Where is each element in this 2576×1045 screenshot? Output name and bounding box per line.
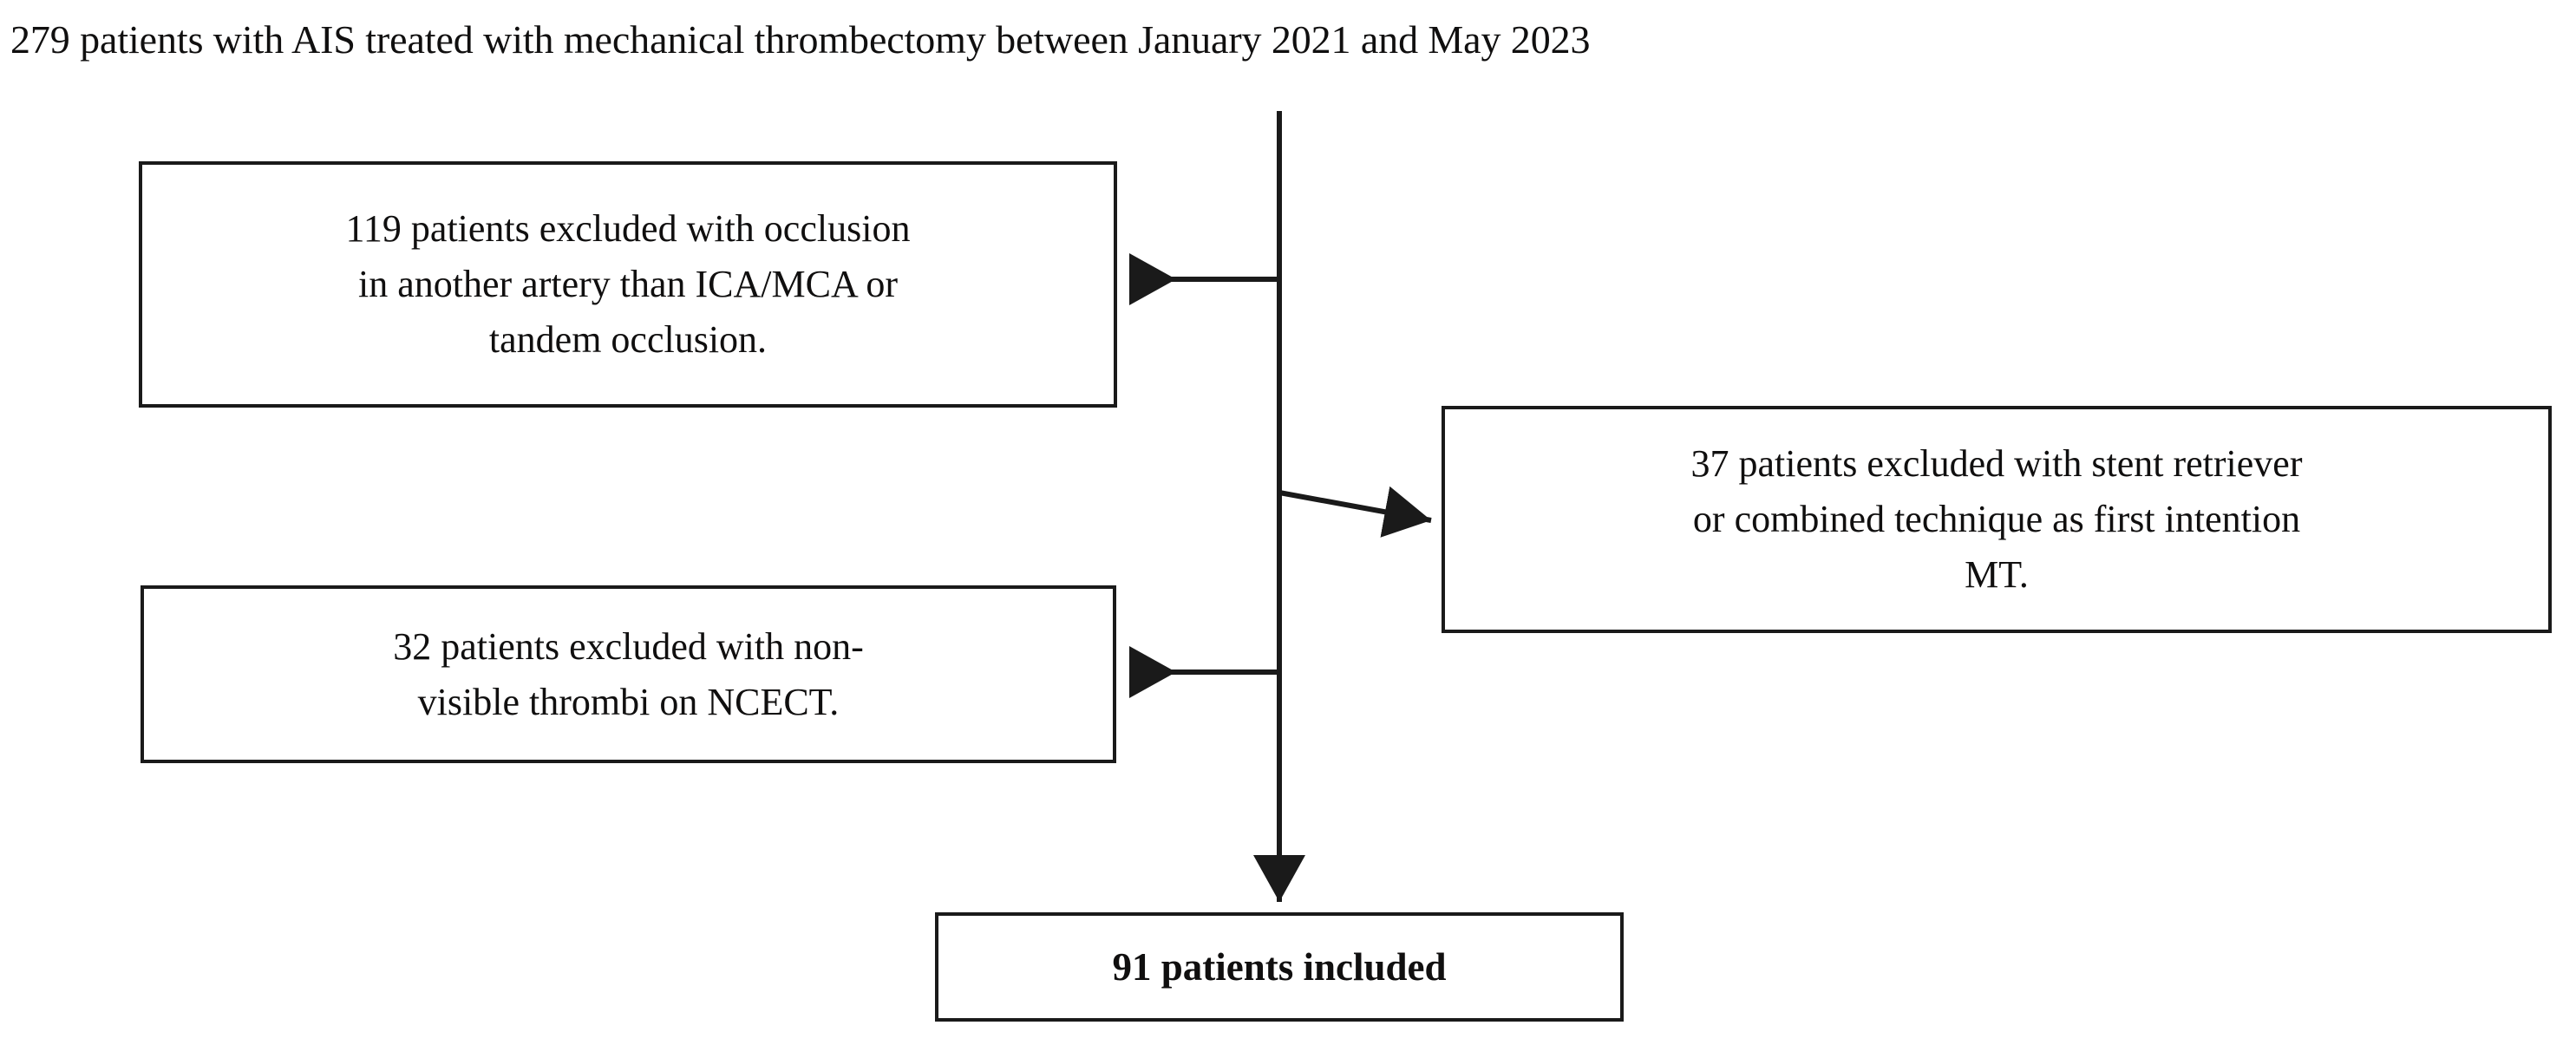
box-excluded-occlusion-line1: 119 patients excluded with occlusion <box>345 207 911 250</box>
box-excluded-ncect-line2: visible thrombi on NCECT. <box>417 680 840 723</box>
box-included: 91 patients included <box>935 912 1624 1022</box>
box-excluded-occlusion-line2: in another artery than ICA/MCA or <box>358 263 898 305</box>
box-excluded-stent-line1: 37 patients excluded with stent retrieve… <box>1690 442 2303 485</box>
box-excluded-ncect-line1: 32 patients excluded with non- <box>393 624 864 668</box>
box-excluded-stent-line3: MT. <box>1965 553 2029 596</box>
box-excluded-occlusion: 119 patients excluded with occlusion in … <box>139 161 1117 408</box>
box-excluded-stent-line2: or combined technique as first intention <box>1692 498 2301 540</box>
box-excluded-occlusion-text: 119 patients excluded with occlusion in … <box>332 201 925 368</box>
arrow-to-excluded-stent <box>1278 486 1432 538</box>
box-excluded-ncect: 32 patients excluded with non- visible t… <box>141 585 1116 763</box>
box-included-text: 91 patients included <box>1098 939 1460 995</box>
box-excluded-stent-text: 37 patients excluded with stent retrieve… <box>1677 436 2317 603</box>
box-excluded-stent: 37 patients excluded with stent retrieve… <box>1442 406 2552 633</box>
cohort-title: 279 patients with AIS treated with mecha… <box>10 17 1591 62</box>
box-included-line1: 91 patients included <box>1112 945 1447 989</box>
box-excluded-ncect-text: 32 patients excluded with non- visible t… <box>379 619 878 730</box>
box-excluded-occlusion-line3: tandem occlusion. <box>488 318 768 361</box>
